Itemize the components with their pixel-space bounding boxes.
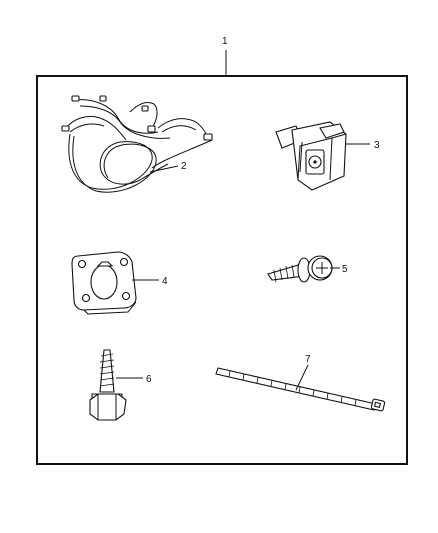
cable-tie-icon bbox=[215, 367, 386, 412]
kit-frame bbox=[36, 75, 408, 465]
hex-bolt-icon bbox=[89, 349, 127, 421]
trailer-connector-icon bbox=[275, 121, 347, 191]
callout-6-label: 6 bbox=[146, 374, 152, 385]
callout-7-label: 7 bbox=[305, 354, 311, 365]
screw-with-washer-icon bbox=[267, 255, 333, 283]
callout-1-label: 1 bbox=[222, 36, 228, 47]
callout-4-label: 4 bbox=[162, 276, 168, 287]
mounting-bracket-icon bbox=[71, 251, 137, 315]
callout-7-leader bbox=[295, 364, 309, 391]
callout-2-leader bbox=[149, 165, 179, 173]
callout-3-label: 3 bbox=[374, 140, 380, 151]
callout-2-label: 2 bbox=[181, 161, 187, 172]
callout-5-label: 5 bbox=[342, 264, 348, 275]
wiring-harness-icon bbox=[61, 95, 213, 193]
